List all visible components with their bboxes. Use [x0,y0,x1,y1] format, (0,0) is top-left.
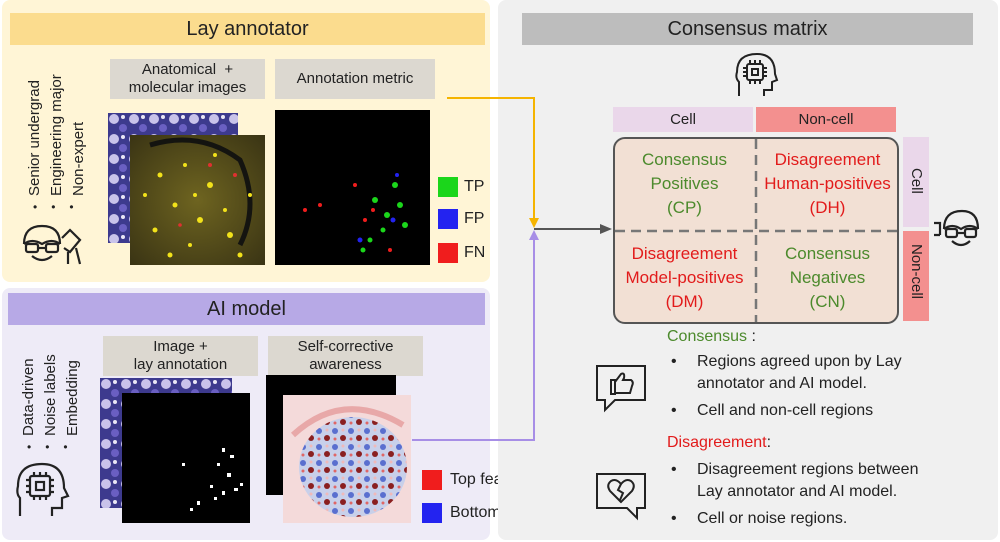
lay-annotator-header: Lay annotator [10,13,485,45]
annotation-metric-image [275,110,430,265]
consensus-matrix [613,137,899,324]
consensus-heading: Consensus : [667,328,756,345]
ai-chip-head-icon [16,462,70,516]
matrix-dividers [615,139,897,322]
ai-image-tag: Image + lay annotation [103,336,258,376]
legend-tp-swatch [438,177,458,197]
lay-image-tag: Anatomical + molecular images [110,59,265,99]
lay-metric-tag: Annotation metric [275,59,435,99]
thumbs-up-icon [596,365,646,413]
legend-fp-label: FP [464,210,485,227]
disagreement-bullet-2: Cell or noise regions. [671,508,847,530]
legend-bottom-features-swatch [422,503,442,523]
row-label-noncell-bg [903,231,929,321]
consensus-header: Consensus matrix [522,13,973,45]
disagreement-heading: Disagreement: [667,434,772,451]
legend-fn-label: FN [464,244,486,261]
legend-top-features-swatch [422,470,442,490]
row-label-cell-bg [903,137,929,227]
col-label-cell: Cell [613,107,753,132]
broken-heart-icon [596,473,646,521]
bullet-dots-ai: ••• [27,440,82,454]
disagreement-bullet-1: Disagreement regions between Lay annotat… [671,459,919,503]
awareness-heatmap [283,395,411,523]
bullet-dots-lay: ••• [33,200,88,214]
consensus-bullet-2: Cell and non-cell regions [671,400,873,422]
lay-annotation-mask [122,393,250,523]
legend-tp-label: TP [464,178,485,195]
legend-fn-swatch [438,243,458,263]
human-face-icon [934,209,980,247]
ai-awareness-tag: Self-corrective awareness [268,336,423,376]
ai-model-header: AI model [8,293,485,325]
ai-head-icon [735,52,779,96]
col-label-noncell: Non-cell [756,107,896,132]
human-annotator-icon [22,224,82,265]
molecular-image-front [130,135,265,265]
legend-fp-swatch [438,209,458,229]
consensus-bullet-1: Regions agreed upon by Lay annotator and… [671,351,902,395]
